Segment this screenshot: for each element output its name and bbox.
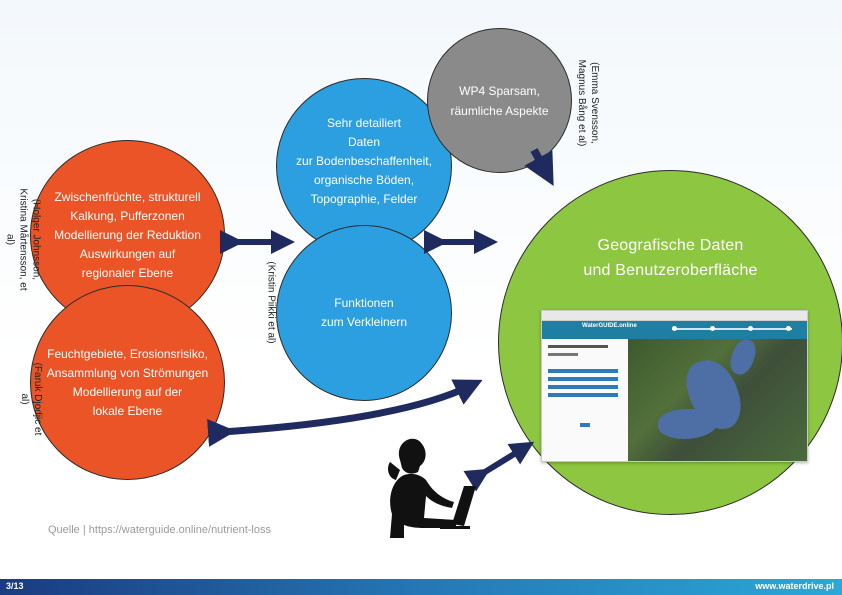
step-dot [672, 326, 677, 331]
sidebar-button [580, 423, 590, 427]
step-dot [786, 326, 791, 331]
source-note: Quelle | https://waterguide.online/nutri… [48, 524, 271, 536]
footer-bar: 3/13 www.waterdrive.pl [0, 579, 842, 595]
author-label-holger: (Holger Johnsson, Kristina Mårtensson, e… [4, 188, 42, 291]
geo-ui-text: Geografische Daten und Benutzeroberfläch… [583, 237, 758, 279]
water-shape [658, 409, 718, 439]
sidebar-option [548, 369, 618, 373]
soil-data-text: Sehr detailiert Daten zur Bodenbeschaffe… [296, 115, 432, 206]
step-progress [672, 326, 792, 331]
app-title: WaterGUIDE.online [582, 323, 637, 329]
app-header: WaterGUIDE.online [542, 321, 807, 339]
app-sidebar [542, 339, 628, 461]
functions-circle: Funktionen zum Verkleinern [276, 225, 452, 401]
sidebar-heading [548, 345, 608, 348]
local-modelling-circle: Feuchtgebiete, Erosionsrisiko, Ansammlun… [30, 285, 225, 480]
sidebar-option [548, 385, 618, 389]
wp4-circle: WP4 Sparsam, räumliche Aspekte [427, 28, 572, 173]
browser-chrome [542, 311, 807, 321]
wp4-text: WP4 Sparsam, räumliche Aspekte [450, 83, 549, 118]
website-link[interactable]: www.waterdrive.pl [755, 581, 834, 591]
local-modelling-text: Feuchtgebiete, Erosionsrisiko, Ansammlun… [46, 346, 209, 418]
water-shape [726, 336, 760, 378]
soil-data-circle: Sehr detailiert Daten zur Bodenbeschaffe… [276, 78, 452, 254]
regional-modelling-text: Zwischenfrüchte, strukturell Kalkung, Pu… [54, 189, 201, 280]
partner-logos [546, 461, 626, 462]
user-at-laptop-icon [388, 438, 476, 538]
sidebar-option [548, 377, 618, 381]
author-label-faruk: (Faruk Djodjic et al) [19, 362, 43, 436]
waterguide-screenshot: WaterGUIDE.online [541, 310, 808, 462]
sidebar-option [548, 393, 618, 397]
author-label-emma: (Emma Svensson, Magnus Bång et al) [576, 59, 600, 147]
step-dot [710, 326, 715, 331]
sidebar-subheading [548, 353, 578, 356]
step-dot [748, 326, 753, 331]
satellite-map [628, 336, 807, 461]
author-label-kristin: (Kristin Piikki et al) [265, 261, 277, 344]
page-number: 3/13 [6, 581, 24, 591]
functions-text: Funktionen zum Verkleinern [320, 296, 408, 329]
